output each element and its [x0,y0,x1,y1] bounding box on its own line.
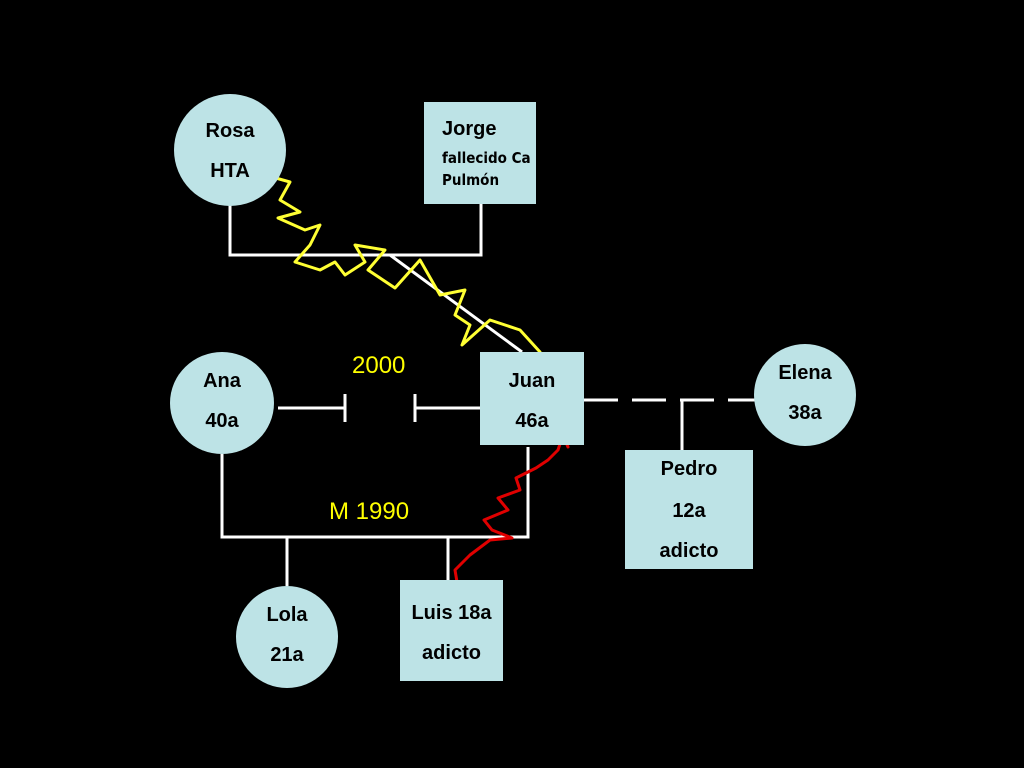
person-detail: Pulmón [442,171,500,189]
marriage-label: M 1990 [329,498,410,525]
person-elena: Elena 38a [754,344,856,446]
person-detail: 46a [515,410,549,432]
person-name: Luis 18a [411,602,492,624]
person-juan: Juan 46a [480,352,584,445]
person-detail: adicto [659,540,719,562]
luis-juan-conflict-line [453,433,570,590]
rosa-jorge-couple-line [228,203,483,257]
person-name: Juan [508,370,556,392]
person-name: Lola [266,604,308,626]
person-rosa: Rosa HTA [174,94,286,206]
person-detail: HTA [210,160,250,182]
person-pedro: Pedro 12a adicto [625,450,753,569]
rosa-juan-conflict-line [263,173,542,354]
person-name: Rosa [205,120,255,142]
person-jorge: Jorge fallecido Ca Pulmón [424,102,536,204]
divorce-year-label: 2000 [352,352,406,379]
person-name: Ana [203,370,241,392]
person-detail: adicto [422,642,481,664]
person-detail: 40a [205,410,239,432]
person-detail: 38a [788,402,822,424]
person-name: Elena [778,362,832,384]
person-detail: 12a [672,500,706,522]
person-luis: Luis 18a adicto [400,580,503,681]
person-detail: 21a [270,644,304,666]
person-name: Jorge [442,118,497,140]
person-ana: Ana 40a [170,352,274,454]
person-detail: fallecido Ca [442,149,531,167]
ana-juan-marriage-line [220,447,530,539]
person-name: Pedro [660,458,718,480]
person-lola: Lola 21a [236,586,338,688]
